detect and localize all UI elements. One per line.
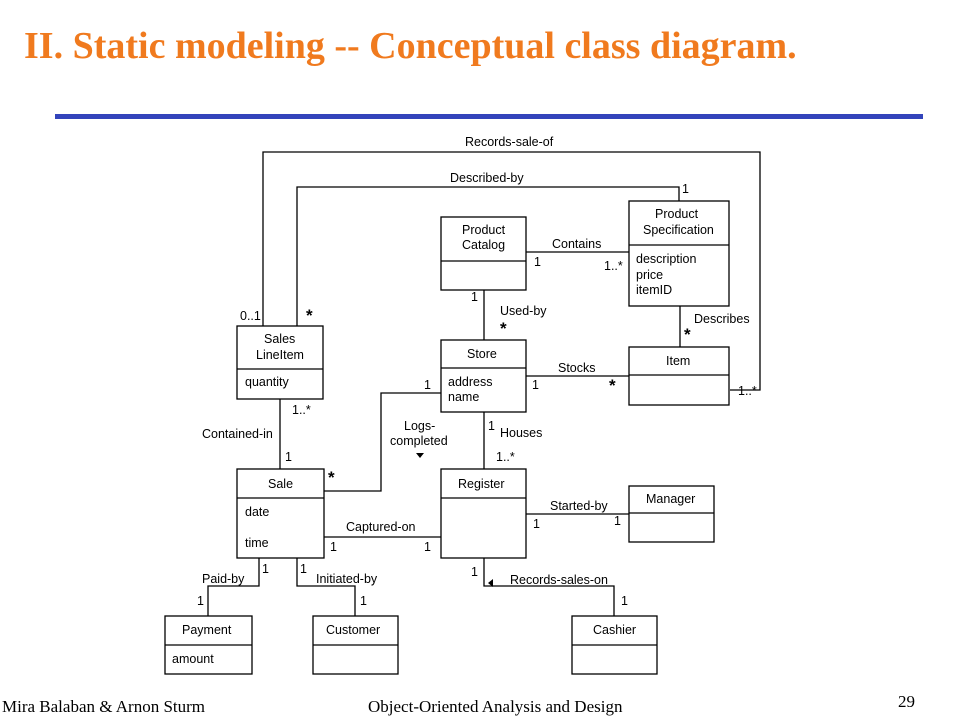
class-name: Product: [462, 223, 506, 237]
multiplicity: 1..*: [496, 450, 515, 464]
multiplicity: 1: [424, 540, 431, 554]
class-name: Customer: [326, 623, 380, 637]
class-payment: Payment amount: [164, 615, 253, 675]
class-name: Sales: [264, 332, 295, 346]
multiplicity: *: [609, 376, 616, 395]
attribute: itemID: [636, 283, 672, 297]
records-sales-on-arrow-icon: [488, 579, 493, 587]
attribute: time: [245, 536, 269, 550]
multiplicities: 1 1 1..* 1 * * 0..1 * 1 1 * 1..* 1..* 1 …: [197, 182, 757, 608]
class-cashier: Cashier: [571, 615, 658, 675]
assoc-label-stocks: Stocks: [558, 361, 596, 375]
association-labels: Records-sale-of Described-by Contains Us…: [202, 135, 750, 587]
multiplicity: 1: [621, 594, 628, 608]
multiplicity: 1: [488, 419, 495, 433]
initiated-by-line: [296, 558, 356, 616]
class-register: Register: [440, 468, 527, 559]
association-lines: [207, 151, 761, 616]
assoc-label-contains: Contains: [552, 237, 601, 251]
class-name: Sale: [268, 477, 293, 491]
multiplicity: 1: [534, 255, 541, 269]
multiplicity: 1: [532, 378, 539, 392]
multiplicity: 1: [360, 594, 367, 608]
multiplicity: 1: [197, 594, 204, 608]
class-name: Store: [467, 347, 497, 361]
footer-course: Object-Oriented Analysis and Design: [368, 697, 623, 716]
records-sales-on-line: [483, 558, 615, 616]
attribute: quantity: [245, 375, 290, 389]
class-item: Item: [628, 346, 730, 406]
class-sale: Sale date time: [236, 468, 325, 559]
attribute: name: [448, 390, 479, 404]
multiplicity: *: [500, 319, 507, 338]
attribute: address: [448, 375, 492, 389]
class-name: Product: [655, 207, 699, 221]
class-product-specification: Product Specification description price …: [628, 200, 730, 307]
multiplicity: 1: [285, 450, 292, 464]
attribute: date: [245, 505, 269, 519]
class-product-catalog: Product Catalog: [440, 216, 527, 291]
class-name: Register: [458, 477, 505, 491]
class-name: Payment: [182, 623, 232, 637]
title-underline: [55, 114, 923, 119]
multiplicity: 1: [424, 378, 431, 392]
class-name: Manager: [646, 492, 695, 506]
logs-completed-arrow-icon: [416, 453, 424, 458]
class-diagram: Product Catalog Product Specification de…: [164, 135, 761, 675]
class-name: Specification: [643, 223, 714, 237]
logs-completed-line: [324, 392, 441, 492]
assoc-label-used-by: Used-by: [500, 304, 547, 318]
class-name: Catalog: [462, 238, 505, 252]
class-store: Store address name: [440, 339, 527, 413]
assoc-label-describes: Describes: [694, 312, 750, 326]
assoc-label-initiated-by: Initiated-by: [316, 572, 378, 586]
assoc-label-captured-on: Captured-on: [346, 520, 416, 534]
paid-by-line: [207, 558, 260, 616]
assoc-label-records-sales-on: Records-sales-on: [510, 573, 608, 587]
class-customer: Customer: [312, 615, 399, 675]
multiplicity: 1: [262, 562, 269, 576]
multiplicity: 1: [614, 514, 621, 528]
class-name: Item: [666, 354, 690, 368]
multiplicity: 1: [682, 182, 689, 196]
slide-title: II. Static modeling -- Conceptual class …: [24, 25, 797, 67]
page-number: 29: [898, 692, 915, 711]
multiplicity: 1: [330, 540, 337, 554]
multiplicity: *: [328, 468, 335, 487]
records-sale-of-line: [262, 151, 761, 391]
attribute: amount: [172, 652, 214, 666]
class-name: Cashier: [593, 623, 636, 637]
multiplicity: 1..*: [738, 384, 757, 398]
class-sales-line-item: Sales LineItem quantity: [236, 325, 324, 400]
class-manager: Manager: [628, 485, 715, 543]
assoc-label-records-sale-of: Records-sale-of: [465, 135, 554, 149]
multiplicity: *: [684, 325, 691, 344]
assoc-label-logs-completed: completed: [390, 434, 448, 448]
attribute: description: [636, 252, 696, 266]
multiplicity: 1..*: [292, 403, 311, 417]
multiplicity: 1..*: [604, 259, 623, 273]
assoc-label-houses: Houses: [500, 426, 542, 440]
described-by-line: [296, 186, 680, 326]
assoc-label-started-by: Started-by: [550, 499, 608, 513]
assoc-label-paid-by: Paid-by: [202, 572, 245, 586]
assoc-label-logs-completed: Logs-: [404, 419, 435, 433]
assoc-label-contained-in: Contained-in: [202, 427, 273, 441]
class-name: LineItem: [256, 348, 304, 362]
multiplicity: 0..1: [240, 309, 261, 323]
footer-authors: Mira Balaban & Arnon Sturm: [2, 697, 206, 716]
multiplicity: 1: [300, 562, 307, 576]
attribute: price: [636, 268, 663, 282]
multiplicity: 1: [533, 517, 540, 531]
multiplicity: *: [306, 306, 313, 325]
assoc-label-described-by: Described-by: [450, 171, 524, 185]
multiplicity: 1: [471, 290, 478, 304]
multiplicity: 1: [471, 565, 478, 579]
